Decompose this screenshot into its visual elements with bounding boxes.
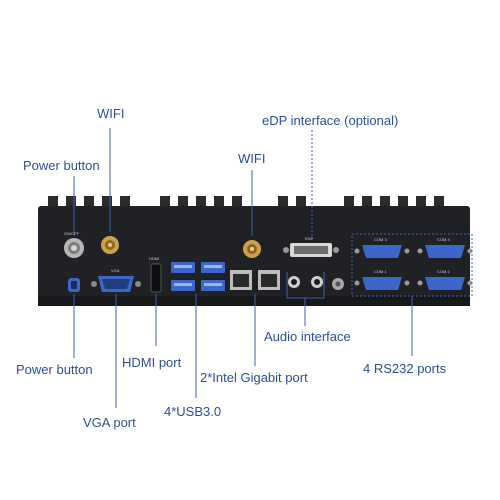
gigabit-port-label: 2*Intel Gigabit port: [200, 370, 308, 385]
com-ports: [354, 245, 473, 290]
wifi-antenna-center: [243, 240, 261, 258]
edp-label: eDP interface (optional): [262, 113, 399, 128]
onoff-silk: ON/OFF: [64, 231, 80, 236]
vga-port-label: VGA port: [83, 415, 136, 430]
power-button-bottom-label: Power button: [16, 362, 93, 377]
wifi-center-label: WIFI: [238, 151, 266, 166]
com1-silk: COM 1: [374, 269, 387, 274]
audio-jacks: [288, 276, 323, 288]
ground-screw: [332, 278, 344, 290]
vga-port: [91, 276, 141, 292]
audio-interface-label: Audio interface: [264, 329, 351, 344]
wifi-antenna-left: [101, 236, 119, 254]
power-button: [64, 238, 84, 258]
heatsink-fins: [48, 196, 444, 210]
vga-silk: VGA: [111, 268, 120, 273]
edp-silk: EDP: [305, 236, 314, 241]
edp-connector: [283, 243, 339, 257]
com3-silk: COM 3: [374, 237, 387, 242]
hdmi-silk: HDMI: [149, 256, 159, 261]
usb-ports-label: 4*USB3.0: [164, 404, 222, 419]
wifi-left-label: WIFI: [97, 106, 125, 121]
usb-ports: [171, 262, 225, 291]
power-button-top-label: Power button: [23, 158, 100, 173]
com2-silk: COM 2: [437, 269, 450, 274]
power-button-lower: [68, 278, 80, 292]
ethernet-ports: [230, 270, 280, 290]
com4-silk: COM 4: [437, 237, 450, 242]
rs232-ports-label: 4 RS232 ports: [363, 361, 447, 376]
hdmi-port-label: HDMI port: [122, 355, 182, 370]
hdmi-port: [150, 263, 162, 293]
